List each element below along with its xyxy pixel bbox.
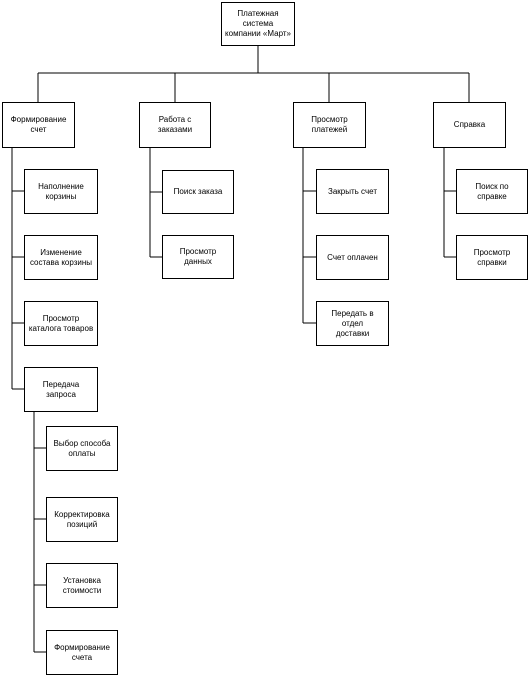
node-view-payments: Просмотр платежей (293, 102, 366, 148)
node-view-catalog: Просмотр каталога товаров (24, 301, 98, 346)
node-adjust-items: Корректировка позиций (46, 497, 118, 542)
node-view-data: Просмотр данных (162, 235, 234, 279)
node-set-price: Установка стоимости (46, 563, 118, 608)
node-fill-cart: Наполнение корзины (24, 169, 98, 214)
node-transfer-delivery: Передать в отдел доставки (316, 301, 389, 346)
node-help: Справка (433, 102, 506, 148)
node-search-help: Поиск по справке (456, 169, 528, 214)
node-forming-invoice: Формирование счет (2, 102, 75, 148)
node-choose-payment: Выбор способа оплаты (46, 426, 118, 471)
node-change-cart: Изменение состава корзины (24, 235, 98, 280)
node-working-with-orders: Работа с заказами (139, 102, 211, 148)
node-create-invoice: Формирование счета (46, 630, 118, 675)
node-send-request: Передача запроса (24, 367, 98, 412)
node-close-invoice: Закрыть счет (316, 169, 389, 214)
node-view-help: Просмотр справки (456, 235, 528, 280)
node-search-order: Поиск заказа (162, 170, 234, 214)
node-invoice-paid: Счет оплачен (316, 235, 389, 280)
node-root: Платежная система компании «Март» (221, 2, 295, 46)
